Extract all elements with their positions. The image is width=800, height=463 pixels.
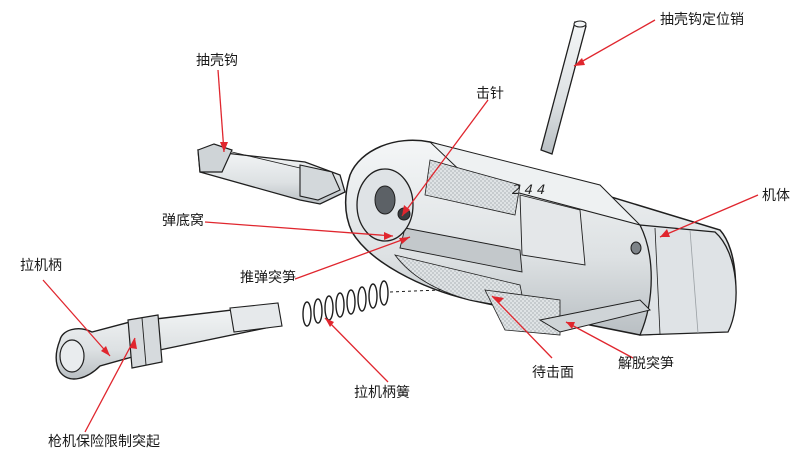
handle-spring-part (302, 280, 441, 327)
bolt-body-part (345, 139, 737, 336)
leader-arrowheads (101, 58, 670, 356)
leader-firing-pin (401, 99, 489, 217)
leader-handle (42, 279, 111, 357)
leader-safety (84, 337, 136, 433)
label-release-rib: 解脱突笋 (618, 356, 674, 372)
leader-recess (204, 221, 394, 237)
bolt-body-markings: 2 4 4 (509, 183, 548, 198)
label-feed-rib: 推弹突笋 (240, 270, 296, 286)
extractor-pin-part (540, 20, 587, 155)
label-handle-spring: 拉机柄簧 (354, 385, 410, 401)
leader-striker (491, 295, 553, 359)
leader-release (565, 321, 634, 359)
leader-lines (42, 19, 759, 433)
charging-handle-part (55, 302, 283, 380)
leader-extractor (217, 69, 225, 153)
leader-bolt-body (659, 194, 759, 238)
leader-extractor-pin (573, 19, 656, 67)
leader-spring (324, 317, 389, 383)
extractor-part (197, 143, 346, 205)
label-extractor-pin: 抽壳钩定位销 (660, 12, 744, 28)
label-safety-lug: 枪机保险限制突起 (48, 434, 160, 450)
label-charging-handle: 拉机柄 (20, 258, 62, 274)
label-striker-face: 待击面 (532, 365, 574, 381)
label-bolt-body: 机体 (762, 188, 790, 204)
leader-feed-rib (294, 236, 411, 280)
label-firing-pin: 击针 (476, 86, 504, 102)
label-bolt-face-recess: 弹底窝 (162, 213, 204, 229)
label-extractor: 抽壳钩 (196, 53, 238, 69)
